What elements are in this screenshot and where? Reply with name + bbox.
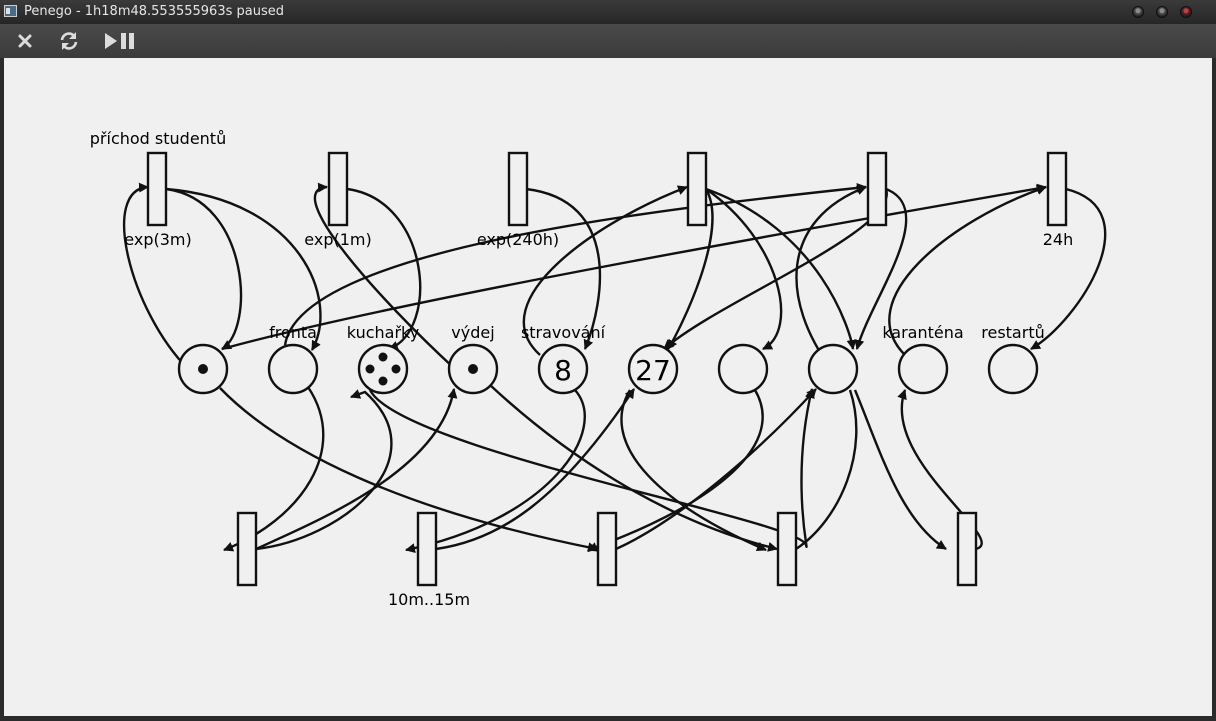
place-label: výdej <box>451 323 494 342</box>
close-simulation-button[interactable] <box>14 30 36 52</box>
bottom-transition-3[interactable] <box>596 511 618 587</box>
transition-label: exp(3m) <box>124 230 191 249</box>
petri-net-canvas[interactable]: příchod studentů exp(3m) exp(1m) exp(240… <box>4 58 1212 716</box>
bottom-transition-5[interactable] <box>956 511 978 587</box>
arc <box>123 182 189 370</box>
place-label: fronta <box>269 323 317 342</box>
token-dot <box>378 376 388 386</box>
place-label: stravování <box>521 323 606 342</box>
maximize-button[interactable] <box>1156 6 1168 18</box>
token-dot <box>365 364 375 374</box>
place-fronta[interactable] <box>267 343 319 395</box>
minimize-button[interactable] <box>1132 6 1144 18</box>
place-stravovani[interactable] <box>537 343 589 395</box>
title-bar: Penego - 1h18m48.553555963s paused <box>0 0 1216 24</box>
place-label: karanténa <box>882 323 963 342</box>
play-pause-button[interactable] <box>102 30 142 52</box>
places: fronta kuchařky výdej 8 stravování 27 <box>177 323 1045 395</box>
transition-label: 10m..15m <box>388 590 470 609</box>
toolbar <box>0 24 1216 58</box>
top-transition-5[interactable] <box>866 151 888 227</box>
transition-label: 24h <box>1043 230 1074 249</box>
place-label: kuchařky <box>347 323 419 342</box>
token-count: 8 <box>554 354 572 387</box>
x-icon <box>18 34 32 48</box>
bottom-transition-2[interactable] <box>416 511 438 587</box>
app-icon <box>4 5 17 17</box>
transition-label: exp(1m) <box>304 230 371 249</box>
bottom-transition-4[interactable] <box>776 511 798 587</box>
place-8[interactable] <box>807 343 859 395</box>
transition-title: příchod studentů <box>90 129 226 148</box>
token-dot <box>468 364 478 374</box>
place-karantena[interactable] <box>897 343 949 395</box>
window-title: Penego - 1h18m48.553555963s paused <box>24 4 284 19</box>
place-restartu[interactable] <box>987 343 1039 395</box>
petri-net-diagram: příchod studentů exp(3m) exp(1m) exp(240… <box>90 129 1107 609</box>
restart-button[interactable] <box>57 30 81 52</box>
top-transition-6[interactable] <box>1046 151 1068 227</box>
token-dot <box>391 364 401 374</box>
transition-label: exp(240h) <box>477 230 559 249</box>
place-label: restartů <box>981 323 1044 342</box>
place-kucharky[interactable] <box>357 343 409 395</box>
top-transitions: příchod studentů exp(3m) exp(1m) exp(240… <box>90 129 1073 249</box>
window-close-button[interactable] <box>1180 6 1192 18</box>
bottom-transition-1[interactable] <box>236 511 258 587</box>
token-dot <box>198 364 208 374</box>
token-dot <box>378 352 388 362</box>
top-transition-2[interactable] <box>327 151 349 227</box>
top-transition-4[interactable] <box>686 151 708 227</box>
refresh-icon <box>60 32 78 50</box>
play-pause-icon <box>105 33 134 49</box>
top-transition-1[interactable] <box>146 151 168 227</box>
top-transition-3[interactable] <box>507 151 529 227</box>
place-6[interactable] <box>627 343 679 395</box>
place-7[interactable] <box>717 343 769 395</box>
token-count: 27 <box>635 354 671 387</box>
bottom-transitions: 10m..15m <box>236 511 978 609</box>
